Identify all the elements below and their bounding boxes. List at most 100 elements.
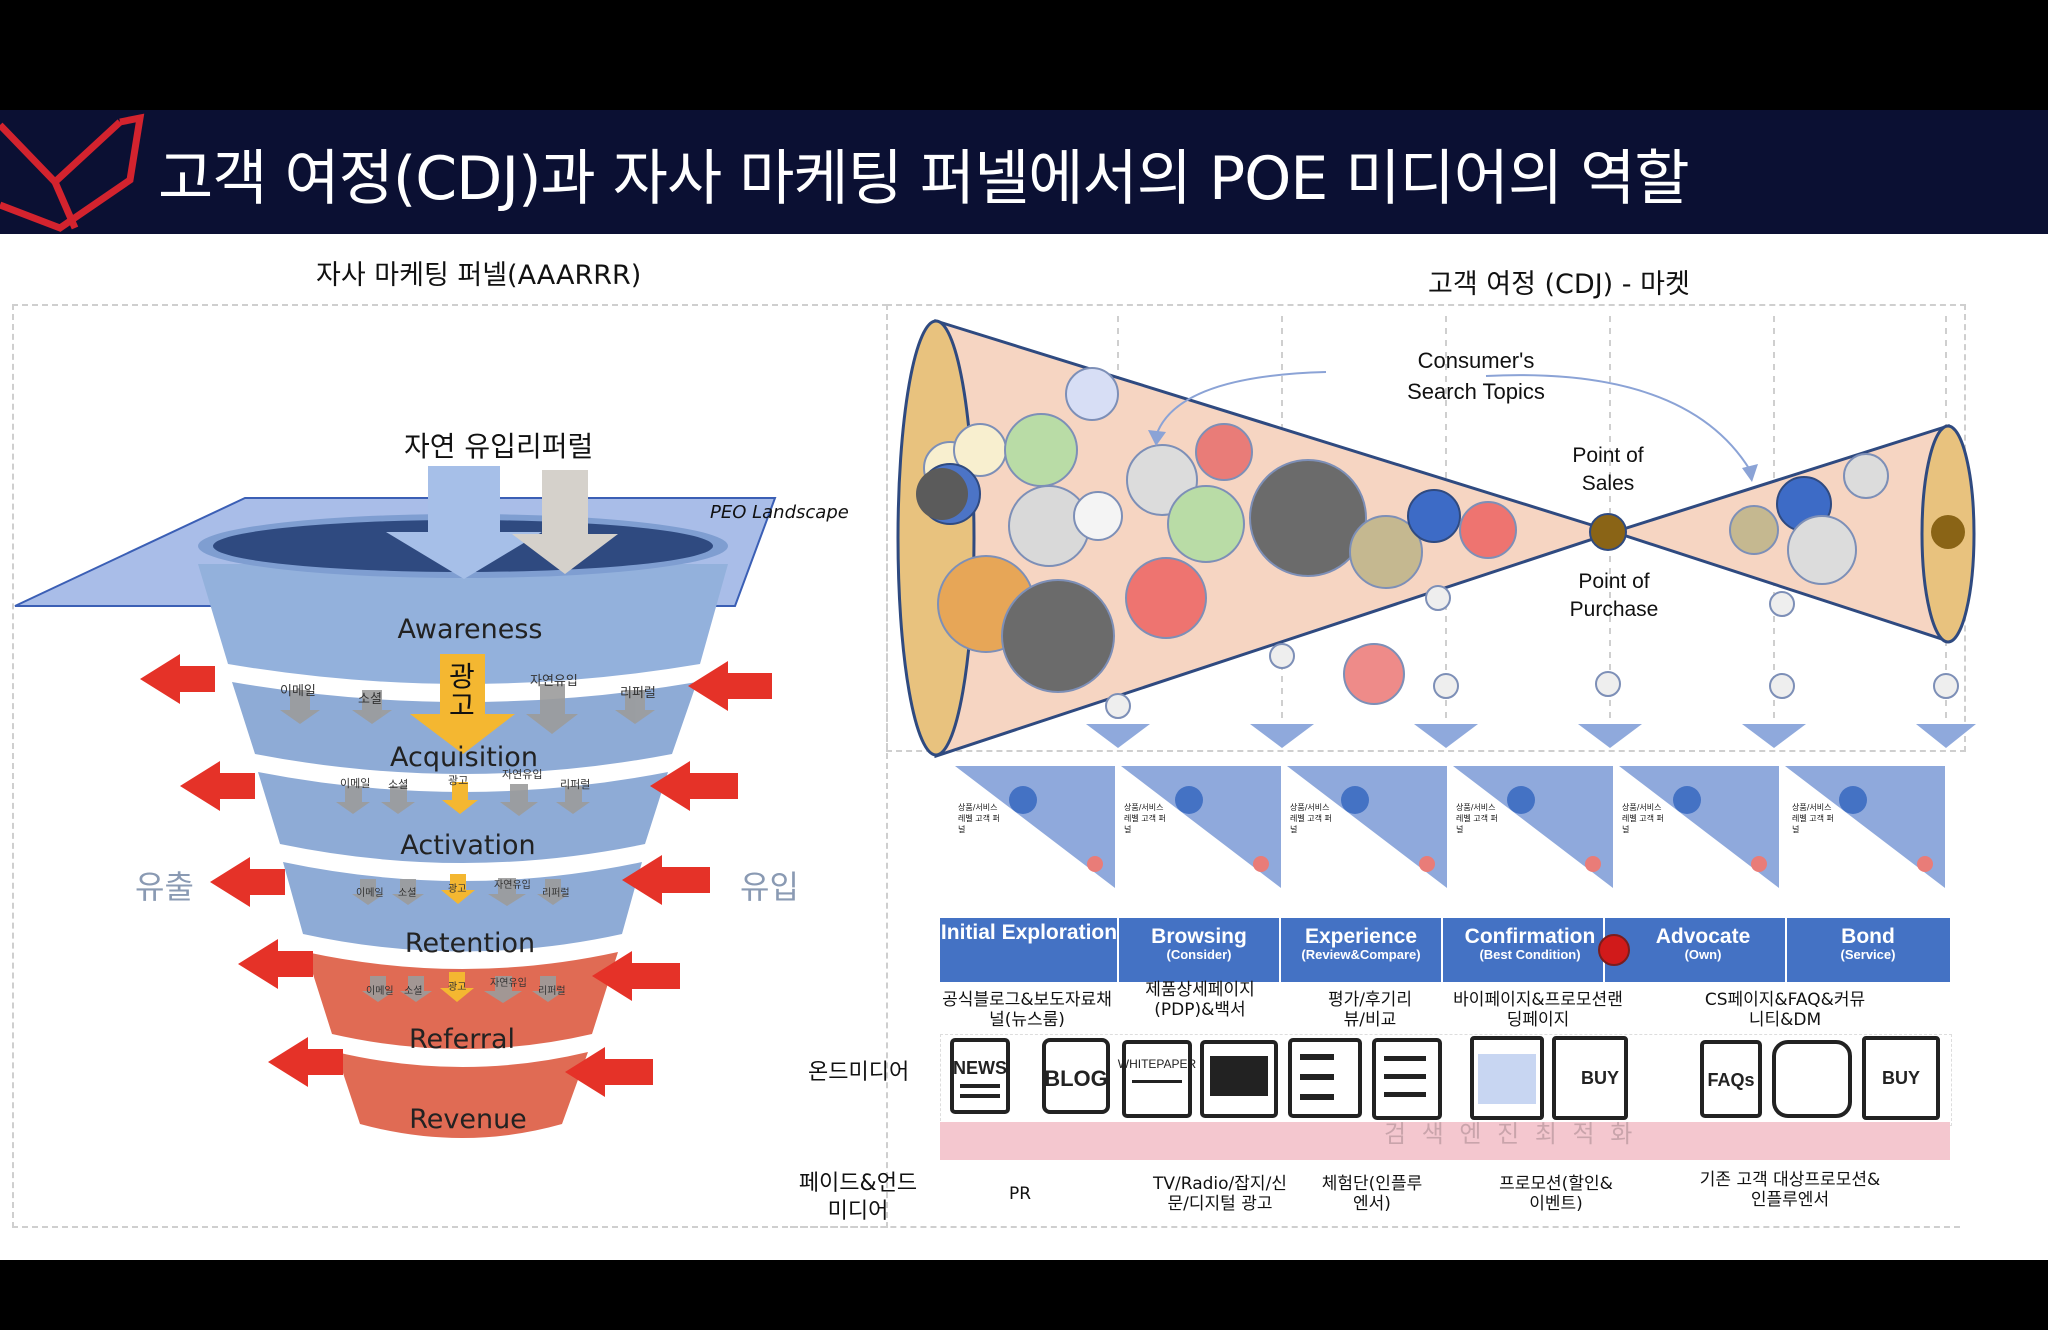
owned-media-desc: 평가/후기리뷰/비교: [1328, 990, 1412, 1031]
outflow-label: 유출: [135, 868, 194, 906]
funnel-segment-awareness: [198, 564, 728, 684]
mini-label: 자연유입: [490, 978, 527, 989]
paid-media-desc: 기존 고객 대상프로모션&인플루엔서: [1699, 1170, 1881, 1211]
inflow-arrow-icon: [622, 855, 710, 905]
funnel-stage-revenue: Revenue: [409, 1104, 527, 1135]
stage-initial-exploration: Initial Exploration: [940, 921, 1118, 944]
paid-media-desc: 체험단(인플루엔서): [1321, 1174, 1423, 1215]
funnel-stage-awareness: Awareness: [397, 614, 543, 645]
stage-browsing: Browsing(Consider): [1151, 925, 1247, 963]
stage-advocate: Advocate(Own): [1655, 925, 1751, 963]
thumb-caption: 상품/서비스 레벨 고객 퍼널: [1456, 803, 1498, 834]
ad-label: 광고: [449, 660, 475, 723]
outflow-arrow-icon: [180, 761, 255, 811]
chevron-down-icon: [1742, 724, 1806, 748]
mini-label: 이메일: [280, 684, 316, 699]
chevron-down-icon: [1250, 724, 1314, 748]
mini-label: 이메일: [366, 986, 394, 997]
thumbnail-dot: [1507, 786, 1535, 814]
thumbnail-dot: [1673, 786, 1701, 814]
cdj-stage-bar: [940, 918, 1950, 982]
funnel-stage-retention: Retention: [404, 928, 536, 959]
funnel-panel-border: [12, 304, 888, 1228]
media-icons: NEWS BLOG WHITEPAPER BUY FAQs BUY: [950, 1036, 1940, 1120]
funnel-diagram: [14, 466, 777, 1138]
faq-icon: [1700, 1040, 1762, 1118]
icon-buy-text: BUY: [1882, 1068, 1920, 1088]
natural-inflow-arrow-icon: [386, 466, 542, 579]
icon-news-text: NEWS: [953, 1058, 1007, 1078]
whitepaper-icon: [1122, 1040, 1192, 1118]
mini-label: 자연유입: [530, 674, 578, 689]
stage-marker-icon: [1598, 934, 1630, 966]
owned-media-desc: 공식블로그&보도자료채널(뉴스룸): [942, 990, 1112, 1031]
mini-label: 광고: [448, 774, 469, 787]
mini-label: 소셜: [388, 778, 409, 791]
chevron-down-icon: [1086, 724, 1150, 748]
thumbnail-dot: [1087, 856, 1103, 872]
thumb-caption: 상품/서비스 레벨 고객 퍼널: [958, 803, 1000, 834]
paid-media-desc: 프로모션(할인&이벤트): [1499, 1174, 1613, 1215]
point-of-purchase-label: Point of Purchase: [1569, 570, 1659, 622]
icon-buy-text: BUY: [1581, 1068, 1619, 1088]
inflow-arrow-icon: [565, 1047, 653, 1097]
mini-label: 리퍼럴: [538, 986, 566, 997]
thumb-caption: 상품/서비스 레벨 고객 퍼널: [1124, 803, 1166, 834]
point-of-sales-label: Point of Sales: [1572, 444, 1644, 496]
mini-label: 리퍼럴: [542, 888, 570, 899]
search-topics-label: Consumer's Search Topics: [1407, 348, 1545, 404]
cdj-thumbnails: [955, 766, 1945, 888]
funnel-heading: 자사 마케팅 퍼넬(AAARRR): [316, 260, 642, 291]
cdj-heading: 고객 여정 (CDJ) - 마켓: [1428, 269, 1690, 300]
stage-dividers: [1117, 918, 1787, 982]
funnel-stage-acquisition: Acquisition: [390, 742, 538, 773]
thumbnail-funnel: [1785, 766, 1945, 888]
thumbnail-funnel: [1619, 766, 1779, 888]
thumb-caption: 상품/서비스 레벨 고객 퍼널: [1290, 803, 1332, 834]
thumbnail-funnel: [1287, 766, 1447, 888]
mini-label: 소셜: [358, 692, 382, 707]
mini-label: 소셜: [398, 888, 417, 899]
thumb-caption: 상품/서비스 레벨 고객 퍼널: [1792, 803, 1834, 834]
thumbnail-funnel: [955, 766, 1115, 888]
owned-media-label: 온드미디어: [808, 1060, 910, 1085]
mini-label: 리퍼럴: [560, 778, 591, 791]
stage-experience: Experience(Review&Compare): [1301, 925, 1421, 963]
blog-icon: [1042, 1038, 1110, 1114]
curve-arrow-icon: [1485, 374, 1751, 471]
mini-label: 이메일: [340, 777, 371, 790]
funnel-segment-revenue: [336, 1052, 588, 1138]
owned-media-desc: 바이페이지&프로모션랜딩페이지: [1453, 990, 1623, 1031]
mini-label: 광고: [448, 884, 467, 895]
mini-label: 리퍼럴: [620, 686, 656, 701]
ad-arrow-icon: [410, 654, 515, 754]
owned-media-desc: CS페이지&FAQ&커뮤니티&DM: [1704, 990, 1866, 1031]
icon-whitepaper-text: WHITEPAPER: [1118, 1057, 1197, 1071]
thumbnail-funnel: [1453, 766, 1613, 888]
peo-landscape-label: PEO Landscape: [710, 502, 849, 523]
funnel-stage-activation: Activation: [400, 830, 536, 861]
seo-bar: [940, 1122, 1950, 1160]
icon-blog-text: BLOG: [1044, 1066, 1108, 1091]
thumbnail-dot: [1009, 786, 1037, 814]
stage-bond: Bond(Service): [1840, 925, 1896, 963]
chevron-down-icon: [1916, 724, 1976, 748]
chevron-down-icon: [1414, 724, 1478, 748]
paid-media-desc: PR: [1008, 1184, 1032, 1204]
paid-earned-media-label: 페이드&언드미디어: [798, 1171, 918, 1224]
referral-inflow-arrow-icon: [512, 470, 618, 574]
stage-confirmation: Confirmation(Best Condition): [1464, 925, 1596, 963]
icon-faq-text: FAQs: [1707, 1070, 1754, 1090]
curve-arrow-icon: [1155, 371, 1327, 437]
inflow-label: 유입: [740, 868, 799, 906]
funnel-top-label: 자연 유입리퍼럴: [404, 430, 594, 463]
social-icon: [1772, 1040, 1852, 1118]
cdj-cone-diagram: [896, 316, 1976, 759]
thumb-caption: 상품/서비스 레벨 고객 퍼널: [1622, 803, 1664, 834]
brand-logo-icon: [0, 113, 145, 232]
thumbnail-funnel: [1121, 766, 1281, 888]
thumbnail-dot: [1419, 856, 1435, 872]
thumbnail-dot: [1175, 786, 1203, 814]
thumbnail-dot: [1585, 856, 1601, 872]
paid-media-desc: TV/Radio/잡지/신문/디지털 광고: [1153, 1174, 1287, 1215]
